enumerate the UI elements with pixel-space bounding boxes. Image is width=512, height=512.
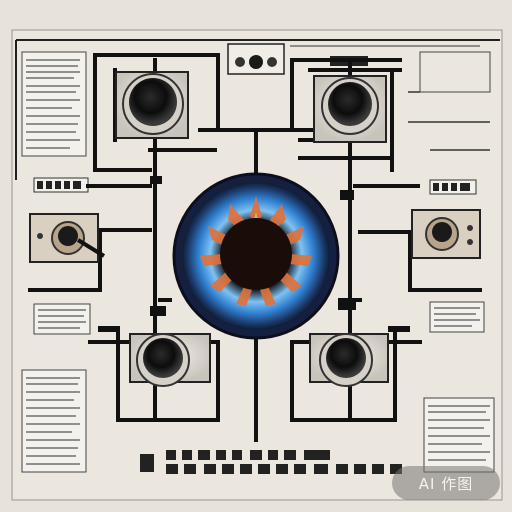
text-block-right-lower (429, 301, 485, 333)
text-block-left-top (21, 51, 87, 157)
bottom-label-strip (140, 450, 402, 474)
knob-right (411, 209, 481, 259)
label-left-mid (33, 177, 89, 193)
text-block-right-top (290, 45, 491, 151)
burner-bottom-left (129, 333, 211, 387)
text-block-right-bottom (423, 397, 495, 473)
label-right-mid (429, 179, 477, 195)
text-block-left-bottom (21, 369, 87, 473)
burner-center-hole (220, 218, 292, 290)
knob-left (29, 213, 106, 263)
text-block-left-lower (33, 303, 91, 335)
burner-bottom-right (309, 333, 389, 387)
burner-top-right (313, 75, 387, 143)
burner-top-left (115, 71, 189, 139)
top-rule-lines (15, 39, 500, 180)
pipe-joints (98, 176, 410, 332)
center-flame-burner (172, 172, 340, 340)
ai-watermark: AI 作图 (392, 466, 500, 500)
